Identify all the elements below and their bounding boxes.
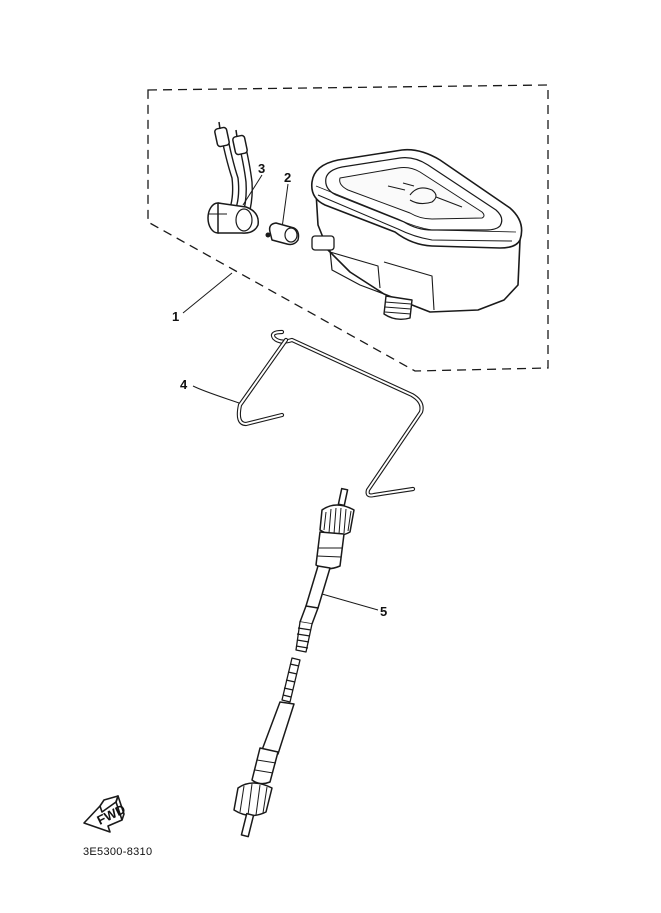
callout-2: 2 (284, 170, 291, 185)
leader-line-5 (321, 593, 379, 611)
leader-line-2 (281, 183, 289, 229)
cable-guide (236, 329, 424, 498)
assembly-boundary (147, 84, 549, 372)
figure-code: 3E5300-8310 (83, 846, 153, 858)
callout-5: 5 (380, 604, 387, 619)
bulb (265, 222, 300, 246)
callout-4: 4 (180, 377, 188, 392)
meter-cable (233, 487, 355, 838)
callout-1: 1 (172, 309, 179, 324)
socket-cord-assembly (207, 121, 259, 234)
meter-assembly (310, 148, 523, 321)
leader-line-1 (182, 272, 233, 314)
leader-line-4 (192, 385, 243, 405)
fwd-arrow-icon (83, 795, 125, 833)
callout-3: 3 (258, 161, 265, 176)
meter-dial-mark (387, 182, 463, 208)
